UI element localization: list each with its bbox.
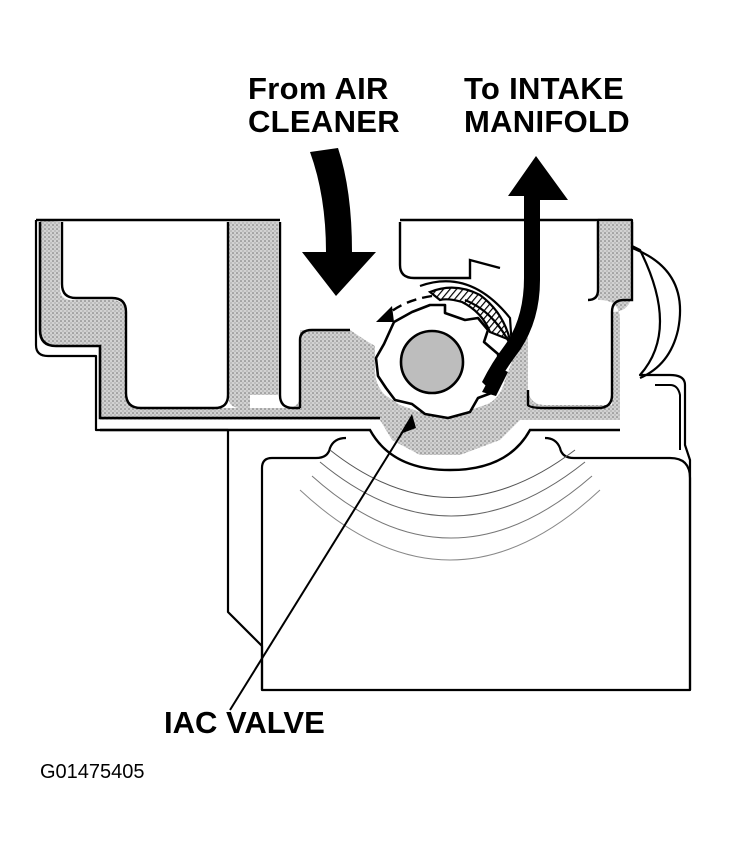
figure-code: G01475405 [40, 761, 145, 783]
iac-valve-label: IAC VALVE [164, 705, 325, 740]
rotor-arc-4 [299, 489, 601, 561]
rotary-seal [427, 286, 512, 342]
seal-housing [419, 280, 514, 349]
to-intake-manifold-label: To INTAKE MANIFOLD [464, 72, 630, 139]
to-intake-manifold-line-2: MANIFOLD [464, 104, 630, 140]
inlet-bore-left-inner [60, 222, 230, 410]
lower-casing-right-step [655, 384, 681, 450]
rotation-arrow [387, 294, 433, 315]
throttle-body-outer-wall [34, 218, 692, 692]
outlet-flow-arrow [482, 156, 568, 392]
air-channel-center [298, 222, 501, 408]
air-channel-left [278, 222, 300, 410]
lower-casing [260, 436, 692, 690]
throttle-body-section [40, 220, 632, 455]
from-air-cleaner-line-2: CLEANER [248, 104, 400, 140]
iac-valve-leader [229, 419, 411, 711]
to-intake-manifold-line-1: To INTAKE [464, 71, 624, 106]
iac-valve-leader-head [400, 414, 416, 434]
bottom-section-edge [100, 428, 620, 472]
from-air-cleaner-line-1: From AIR [248, 71, 389, 106]
rotor-shaft [399, 329, 465, 395]
rotor-arc-3 [311, 475, 593, 539]
rotor-arc-2 [319, 461, 586, 517]
rotation-arrowhead [376, 306, 394, 322]
inlet-flow-arrow [302, 148, 376, 296]
valve-housing-bulge [631, 246, 682, 380]
outlet-bore-right-wall [526, 222, 634, 410]
inlet-bore-left-wall [38, 222, 380, 420]
from-air-cleaner-label: From AIR CLEANER [248, 72, 400, 139]
outlet-flow-arrow-tail [482, 366, 508, 396]
rotor-arc-1 [329, 449, 576, 498]
